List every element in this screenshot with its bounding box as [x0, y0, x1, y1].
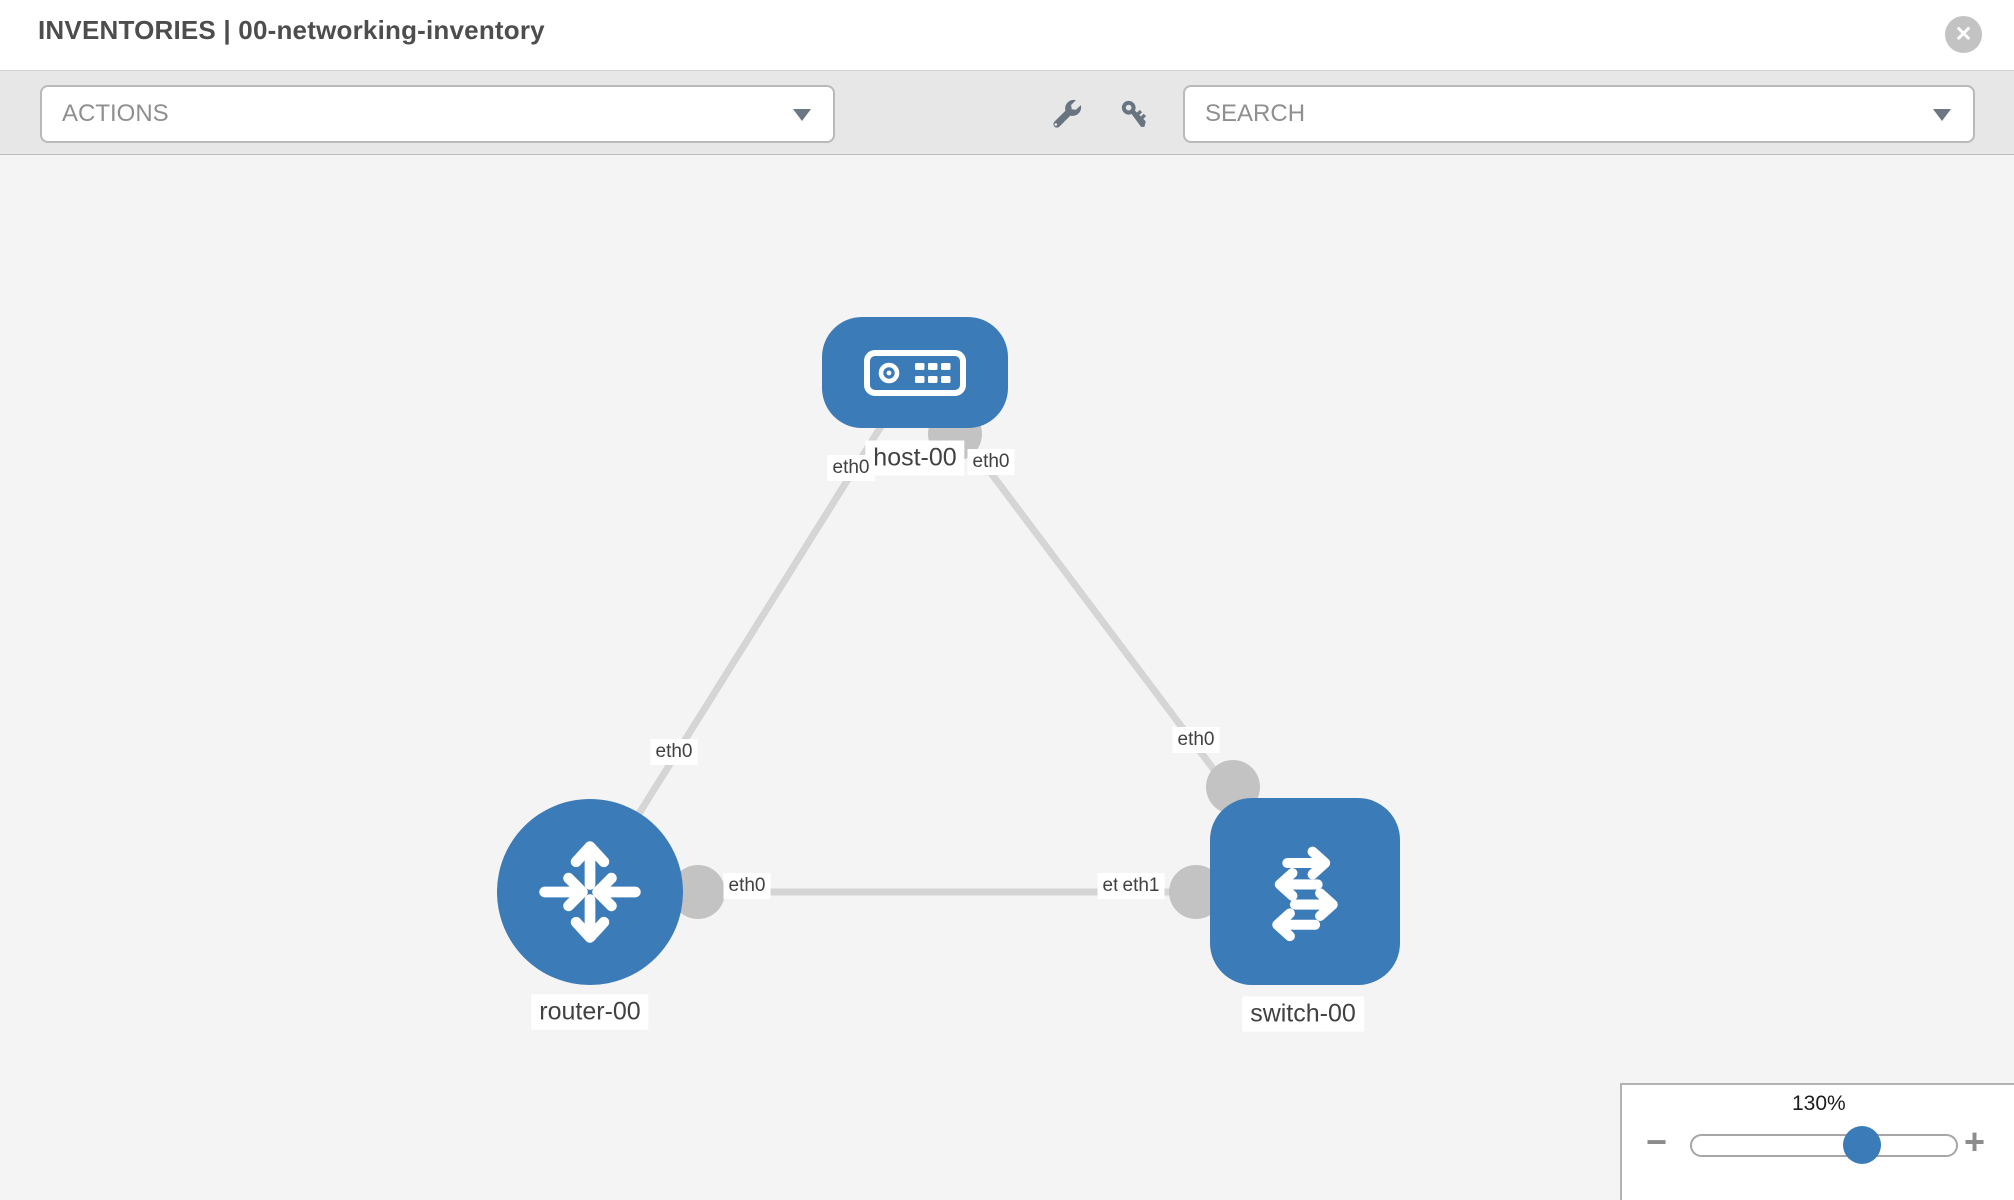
key-icon — [1121, 100, 1147, 127]
host-icon — [864, 349, 966, 396]
node-router-00[interactable] — [497, 799, 683, 985]
node-label-switch: switch-00 — [1242, 996, 1364, 1032]
header: INVENTORIES | 00-networking-inventory ✕ — [0, 0, 2014, 70]
node-host-00[interactable] — [822, 317, 1008, 428]
node-switch-00[interactable] — [1210, 798, 1400, 985]
zoom-level: 130% — [1792, 1092, 1846, 1115]
router-icon — [539, 841, 641, 943]
zoom-in-button[interactable]: + — [1964, 1121, 1986, 1162]
iface-label-host-left: eth0 — [827, 455, 875, 481]
zoom-slider-track[interactable] — [1690, 1134, 1958, 1157]
iface-label-router-right: eth0 — [723, 873, 771, 899]
node-label-router: router-00 — [531, 994, 649, 1030]
wrench-icon — [1053, 99, 1082, 128]
iface-label-host-right: eth0 — [967, 449, 1015, 475]
iface-label-host-router: eth0 — [650, 739, 698, 765]
search-placeholder: SEARCH — [1205, 100, 1306, 127]
chevron-down-icon — [793, 109, 811, 121]
switch-icon — [1272, 846, 1338, 941]
page-title: INVENTORIES | 00-networking-inventory — [38, 15, 545, 45]
iface-label-switch-over: eth1 — [1117, 873, 1165, 899]
toolbar: ACTIONS SEARCH — [0, 70, 2014, 155]
chevron-down-icon — [1933, 109, 1951, 121]
actions-dropdown-label: ACTIONS — [62, 100, 169, 127]
zoom-slider-thumb[interactable] — [1843, 1126, 1881, 1164]
actions-dropdown[interactable]: ACTIONS — [40, 85, 835, 143]
iface-label-host-switch: eth0 — [1172, 727, 1220, 753]
search-dropdown[interactable]: SEARCH — [1183, 85, 1975, 143]
node-label-host: host-00 — [865, 440, 965, 476]
tools-button[interactable] — [1048, 96, 1084, 132]
close-button[interactable]: ✕ — [1945, 16, 1982, 53]
credentials-button[interactable] — [1117, 96, 1153, 132]
close-icon: ✕ — [1954, 23, 1973, 46]
zoom-out-button[interactable]: − — [1646, 1121, 1668, 1162]
